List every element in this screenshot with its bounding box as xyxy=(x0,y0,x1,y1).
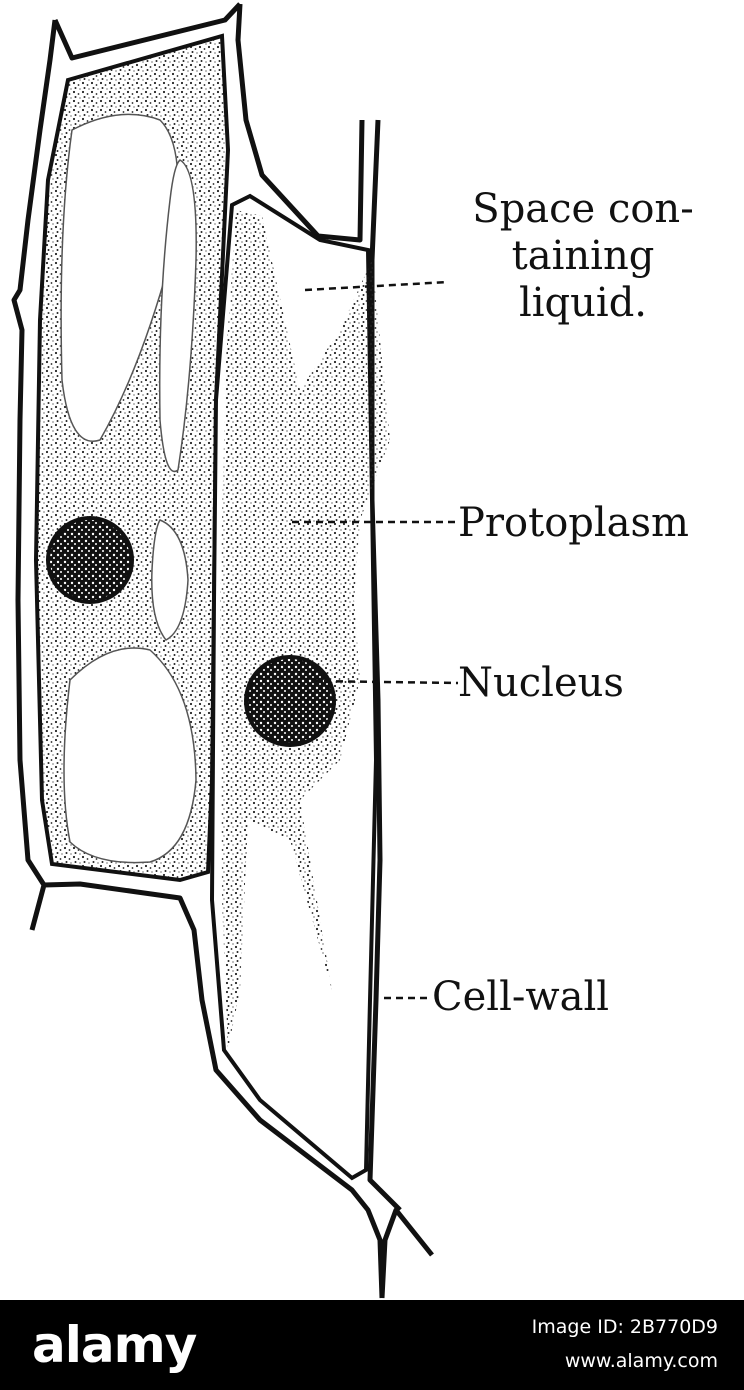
site-url: www.alamy.com xyxy=(564,1350,718,1372)
left-vacuole-bottom xyxy=(63,647,197,864)
label-cell-wall: Cell-wall xyxy=(432,974,610,1020)
cell-drawing xyxy=(11,2,459,1299)
image-id-block: Image ID: 2B770D9 www.alamy.com xyxy=(532,1310,718,1378)
image-id: Image ID: 2B770D9 xyxy=(531,1316,718,1338)
right-protoplasm xyxy=(220,210,390,1050)
left-vacuole-narrow xyxy=(158,159,197,473)
right-nucleus xyxy=(244,655,336,747)
label-space-line2: taining xyxy=(511,233,655,279)
label-space-line1: Space con- xyxy=(472,186,694,232)
left-vacuole-top xyxy=(60,113,179,442)
watermark-footer: alamy Image ID: 2B770D9 www.alamy.com xyxy=(0,1300,744,1390)
left-nucleus xyxy=(46,516,134,604)
label-nucleus: Nucleus xyxy=(458,660,624,706)
left-vacuole-mid xyxy=(151,519,189,641)
alamy-logo: alamy xyxy=(32,1316,197,1374)
label-space-containing-liquid: Space con- taining liquid. xyxy=(452,186,714,327)
cell-illustration: Space con- taining liquid. Protoplasm Nu… xyxy=(11,2,714,1299)
leader-nucleus xyxy=(311,679,459,685)
left-cell-wall-outer xyxy=(11,2,434,1299)
label-protoplasm: Protoplasm xyxy=(458,500,689,546)
label-space-line3: liquid. xyxy=(518,280,648,326)
